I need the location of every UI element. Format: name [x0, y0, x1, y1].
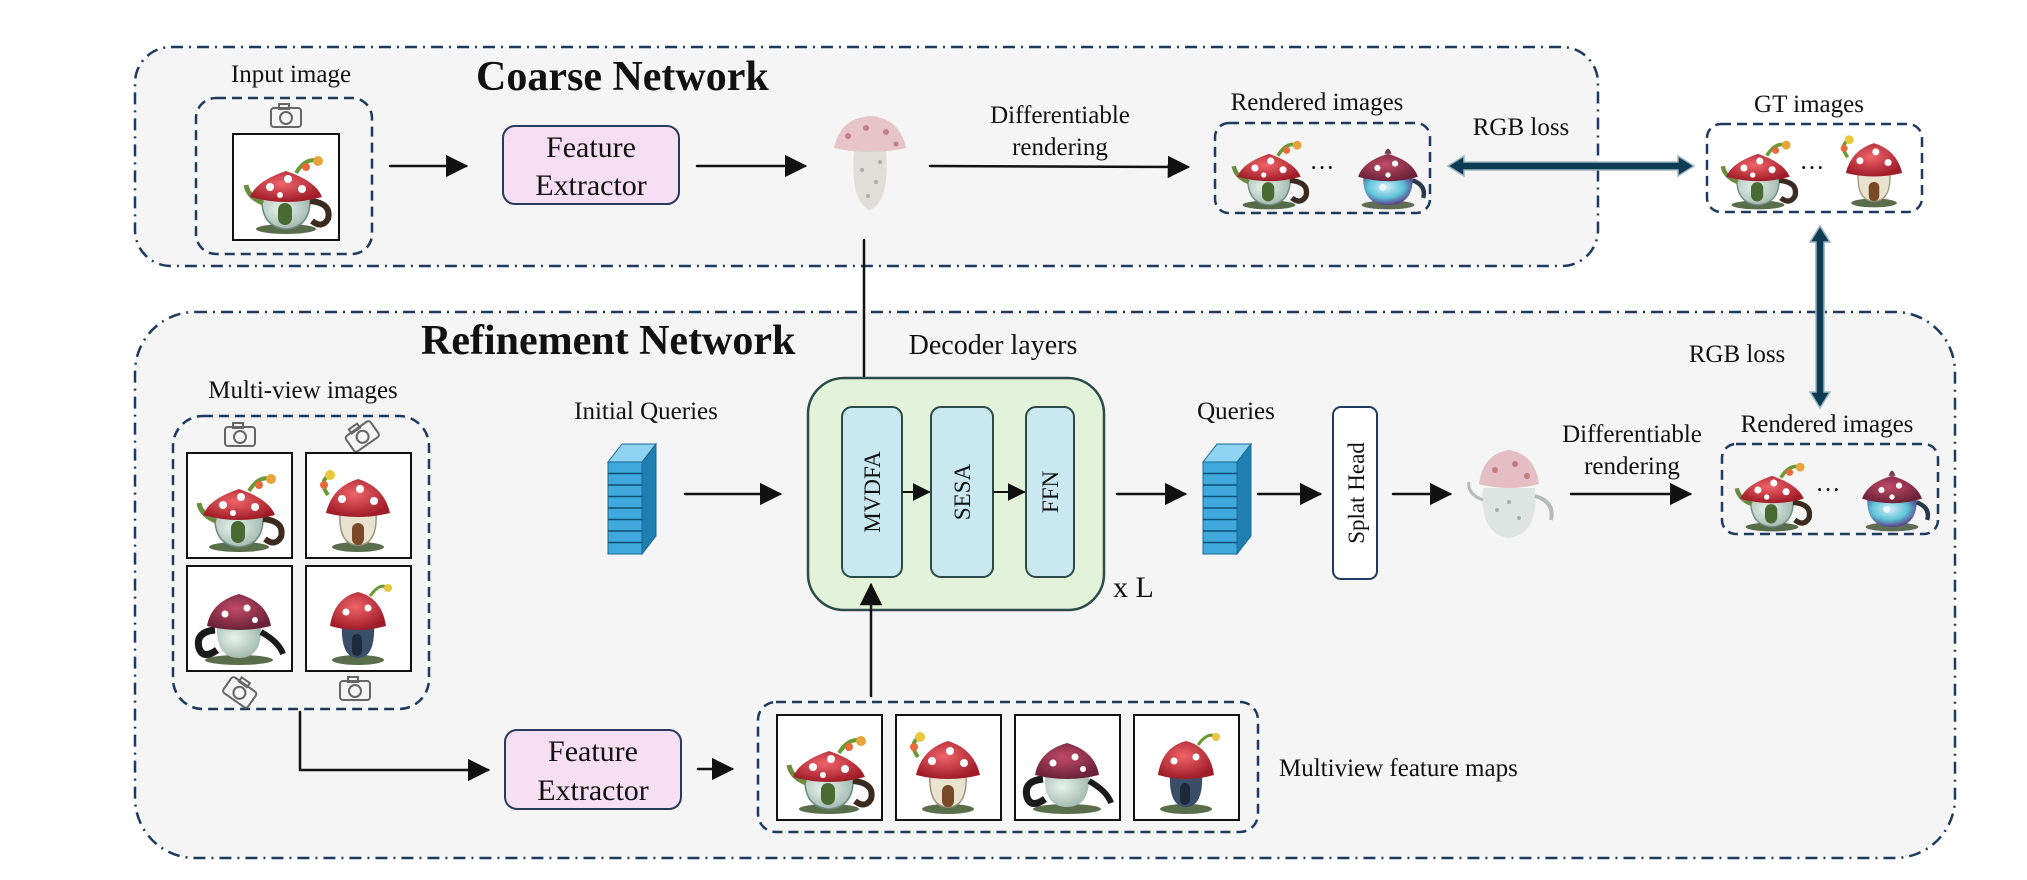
refine-rendered-group [1720, 442, 1940, 536]
decoder-layers-label: Decoder layers [909, 330, 1078, 361]
input-image-group [194, 96, 374, 256]
gt-images-label: GT images [1754, 91, 1864, 118]
mvdfa-label: MVDFA [860, 451, 885, 533]
refinement-network-title: Refinement Network [421, 318, 796, 364]
coarse-network-title: Coarse Network [476, 54, 769, 100]
refine-rendered-label: Rendered images [1741, 411, 1914, 438]
multiview-images-group [171, 414, 431, 711]
sesa-label: SESA [950, 463, 975, 520]
gt-teapot-2 [1838, 133, 1904, 210]
refine-rendered-ellipsis: ··· [1816, 477, 1841, 504]
ffn-module [1025, 406, 1075, 578]
initial-queries-stack [607, 443, 657, 555]
splat-head-label: Splat Head [1344, 442, 1369, 544]
coarse-rendered-label: Rendered images [1231, 89, 1404, 116]
splat-head-block [1332, 406, 1378, 580]
input-image-label: Input image [231, 61, 351, 88]
feature-maps-label: Multiview feature maps [1279, 755, 1518, 782]
queries-label: Queries [1197, 398, 1275, 425]
rgb-loss-side-label: RGB loss [1689, 341, 1786, 368]
coarse-render-label-line2: rendering [1012, 134, 1108, 161]
coarse-feature-extractor-line1: Feature [546, 131, 636, 164]
repeat-label: x L [1113, 571, 1154, 604]
ffn-label: FFN [1038, 471, 1063, 514]
rgb-loss-top-label: RGB loss [1473, 114, 1570, 141]
feature-maps-group [756, 700, 1260, 834]
multiview-images-label: Multi-view images [208, 377, 398, 404]
rgb-loss-top-arrow [1446, 154, 1696, 178]
gt-teapot-1 [1723, 141, 1796, 210]
initial-queries-label: Initial Queries [574, 398, 718, 425]
coarse-feature-extractor [502, 125, 680, 205]
queries-stack [1202, 443, 1252, 555]
refine-feature-extractor-line1: Feature [548, 735, 638, 768]
refine-render-label-line1: Differentiable [1562, 421, 1702, 448]
coarse-render-label-line1: Differentiable [990, 102, 1130, 129]
coarse-rendered-ellipsis: ··· [1310, 155, 1335, 182]
rgb-loss-side-arrow-overlay [1808, 224, 1832, 410]
refine-feature-extractor-line2: Extractor [537, 774, 649, 807]
gt-images-ellipsis: ··· [1800, 155, 1825, 182]
refine-render-label-line2: rendering [1584, 453, 1680, 480]
refine-feature-extractor [504, 729, 682, 810]
coarse-rendered-group [1213, 121, 1432, 215]
gt-images-group [1705, 122, 1924, 214]
coarse-feature-extractor-line2: Extractor [535, 169, 647, 202]
